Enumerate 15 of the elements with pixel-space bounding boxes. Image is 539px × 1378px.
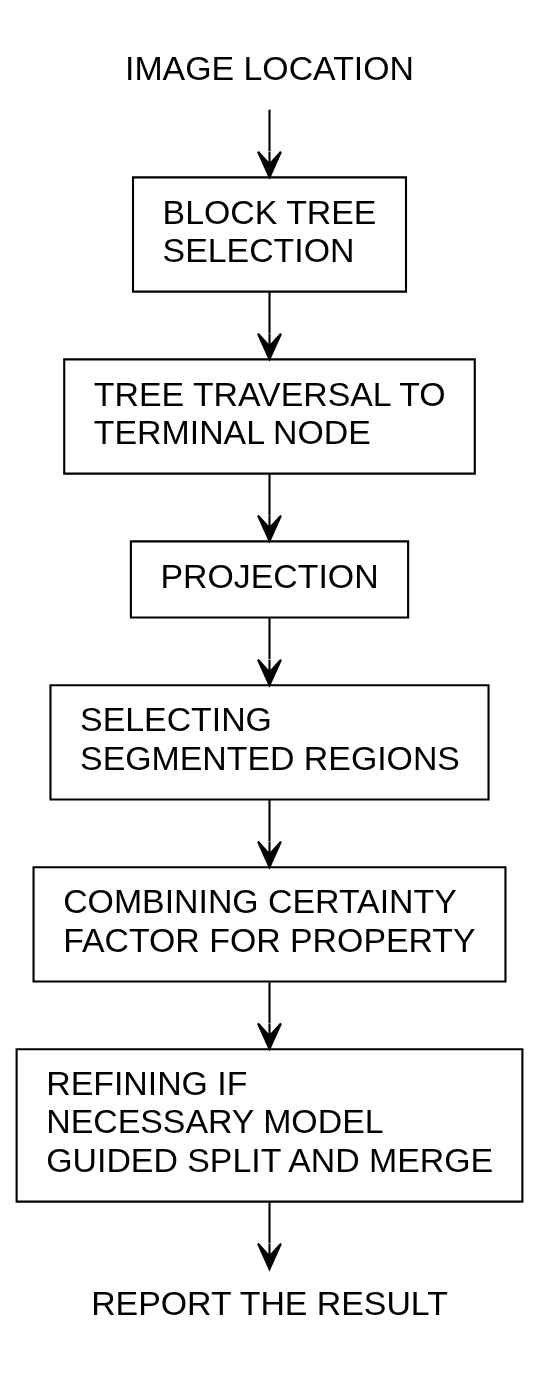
arrow [257,981,282,1050]
node-box: TREE TRAVERSAL TO TERMINAL NODE [63,357,476,475]
node-box: REFINING IF NECESSARY MODEL GUIDED SPLIT AND MERGE [15,1047,524,1203]
arrow [257,473,282,542]
node-box: SELECTING SEGMENTED REGIONS [49,683,490,801]
arrow [257,109,282,178]
arrow [257,617,282,686]
node-text: REPORT THE RESULT [91,1283,448,1322]
arrow [257,1201,282,1270]
node-box: BLOCK TREE SELECTION [131,175,408,293]
arrow [257,799,282,868]
node-text: IMAGE LOCATION [125,48,414,87]
node-box: COMBINING CERTAINTY FACTOR FOR PROPERTY [32,865,507,983]
node-box: PROJECTION [129,539,410,619]
arrow [257,291,282,360]
